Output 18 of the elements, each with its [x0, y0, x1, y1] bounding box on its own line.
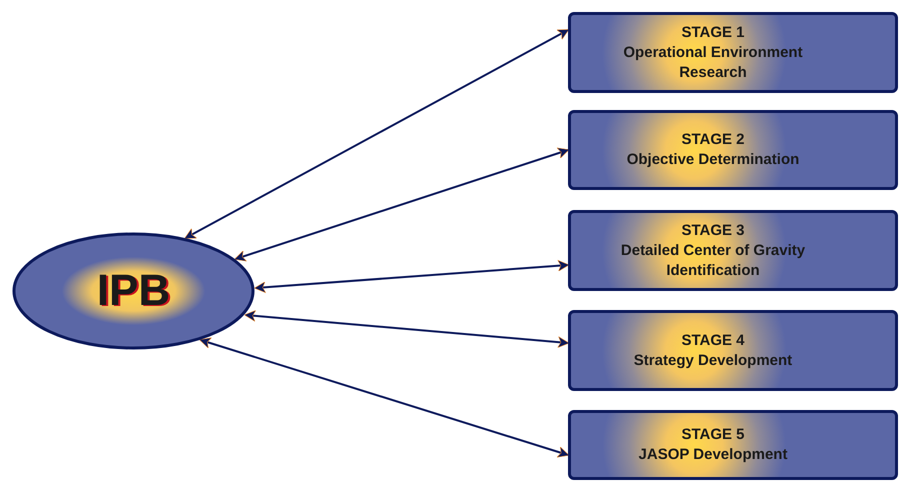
stage-box	[568, 410, 898, 480]
double-arrow	[234, 148, 570, 262]
stage-box	[568, 110, 898, 190]
stage-box	[568, 310, 898, 391]
stage-name: Detailed Center of Gravity Identification	[620, 240, 806, 280]
stage-number: STAGE 2	[680, 130, 746, 150]
double-arrow	[184, 29, 570, 239]
node-title: IPB	[96, 269, 170, 313]
double-arrow	[199, 337, 570, 458]
stage-number: STAGE 4	[680, 330, 746, 350]
ellipse-node	[12, 232, 255, 350]
stage-number: STAGE 3	[680, 220, 746, 240]
stage-number: STAGE 1	[680, 22, 746, 42]
stage-box	[568, 12, 898, 93]
stage-number: STAGE 5	[680, 425, 746, 445]
double-arrow	[254, 260, 570, 294]
double-arrow	[244, 310, 570, 348]
stage-box	[568, 210, 898, 291]
